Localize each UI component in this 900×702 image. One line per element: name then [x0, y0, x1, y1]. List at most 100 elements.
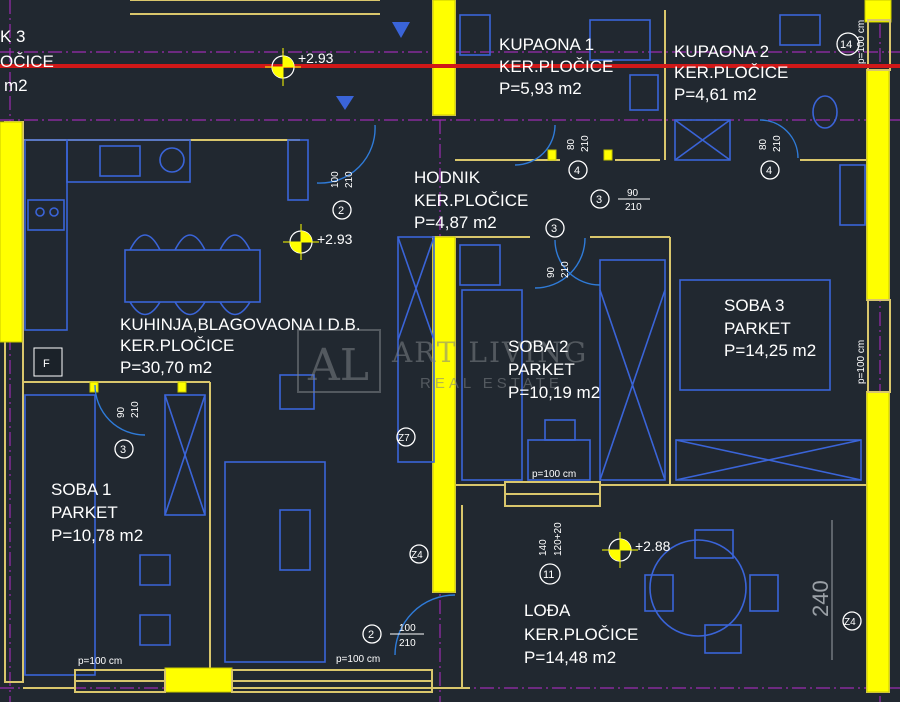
- door-tag-hodnik: 3 90 210: [590, 188, 650, 213]
- level-marker-2: +2.93: [283, 224, 353, 260]
- room-name: SOBA 1: [51, 480, 111, 499]
- room-name: SOBA 3: [724, 296, 784, 315]
- window-tag-mid: p=100 cm: [532, 469, 576, 480]
- watermark-subtitle: REAL ESTATE: [420, 375, 563, 392]
- door-tag-entry: 2 100 210: [330, 171, 355, 220]
- door-tag-height: 210: [399, 638, 416, 649]
- room-area: P=5,93 m2: [499, 79, 582, 98]
- door-tag-soba2: 3 90 210: [545, 218, 571, 278]
- door-tag-width: 90: [116, 406, 127, 418]
- wall-tag-z7: Z7: [396, 427, 416, 447]
- door-tag-number: 3: [551, 223, 557, 235]
- door-tag-width: 80: [566, 138, 577, 150]
- door-tag-loda: 11 140 120+20: [538, 522, 564, 585]
- dimension-label: 240: [808, 580, 833, 617]
- room-finish: KER.PLOČICE: [120, 336, 234, 355]
- room-name: KUPAONA 2: [674, 42, 769, 61]
- wall-tag-z4-right: Z4: [842, 611, 862, 631]
- door-tag-kupaona2: 4 80 210: [758, 135, 783, 180]
- wall-tag-label: Z4: [411, 550, 423, 561]
- room-label-soba2: SOBA 2 PARKET P=10,19 m2: [508, 337, 600, 402]
- grid-marker-label: 14: [840, 39, 852, 51]
- columns: [0, 0, 892, 693]
- window-tag-bottom-mid: p=100 cm: [336, 654, 380, 665]
- room-label-soba1: SOBA 1 PARKET P=10,78 m2: [51, 480, 143, 545]
- door-tag-number: 3: [596, 194, 602, 206]
- room-name: SOBA 2: [508, 337, 568, 356]
- room-area: P=14,25 m2: [724, 341, 816, 360]
- room-label-hodnik: HODNIK KER.PLOČICE P=4,87 m2: [414, 168, 528, 232]
- room-name: KUHINJA,BLAGOVAONA I D.B.: [120, 315, 361, 334]
- room-area: P=4,87 m2: [414, 213, 497, 232]
- watermark-title: ART LIVING: [391, 336, 588, 369]
- door-tag-number: 2: [338, 205, 344, 217]
- room-area: P=4,61 m2: [674, 85, 757, 104]
- grid-marker: 14: [836, 32, 860, 56]
- door-tag-soba1: 3 90 210: [114, 401, 141, 459]
- window-tag-bottom-left: p=100 cm: [78, 656, 122, 667]
- door-tag-number: 2: [368, 629, 374, 641]
- room-area: m2: [4, 76, 28, 95]
- level-label-3: +2.88: [635, 538, 671, 554]
- room-label-k3: K 3 OČICE m2: [0, 27, 54, 95]
- door-tag-width: 80: [758, 138, 769, 150]
- room-finish: PARKET: [508, 360, 575, 379]
- wall-tag-label: Z4: [844, 617, 856, 628]
- door-tag-number: 4: [574, 165, 580, 177]
- room-label-loda: LOĐA KER.PLOČICE P=14,48 m2: [524, 601, 638, 667]
- door-tag-height: 210: [130, 401, 141, 418]
- level-label-1: +2.93: [298, 50, 334, 66]
- level-marker-1: +2.93: [265, 48, 334, 86]
- door-swings: [94, 119, 799, 656]
- room-finish: OČICE: [0, 52, 54, 71]
- room-name: K 3: [0, 27, 26, 46]
- wall-tag-label: Z7: [398, 433, 410, 444]
- dimension-240: 240: [808, 520, 833, 660]
- room-area: P=10,19 m2: [508, 383, 600, 402]
- door-tag-bottom: 2 100 210: [362, 623, 424, 649]
- door-tag-height: 120+20: [553, 522, 564, 556]
- door-tag-width: 100: [330, 171, 341, 188]
- wall-tag-z4-left: Z4: [409, 544, 429, 564]
- room-label-kupaona1: KUPAONA 1 KER.PLOČICE P=5,93 m2: [499, 35, 613, 98]
- room-finish: KER.PLOČICE: [674, 63, 788, 82]
- door-tag-height: 210: [580, 135, 591, 152]
- windows: [74, 19, 891, 693]
- room-finish: PARKET: [724, 319, 791, 338]
- door-tag-height: 210: [772, 135, 783, 152]
- door-tag-width: 100: [399, 623, 416, 634]
- room-area: P=14,48 m2: [524, 648, 616, 667]
- level-marker-3: +2.88: [602, 532, 671, 568]
- window-tag-right-top: p=100 cm: [856, 20, 867, 64]
- door-tag-number: 3: [120, 444, 126, 456]
- window-tag-right: p=100 cm: [856, 340, 867, 384]
- door-tag-number: 11: [543, 569, 554, 581]
- watermark-logo: AL: [307, 340, 369, 391]
- door-tag-height: 210: [625, 202, 642, 213]
- room-name: KUPAONA 1: [499, 35, 594, 54]
- furniture: [24, 14, 866, 676]
- door-tag-width: 140: [538, 539, 549, 556]
- room-label-kupaona2: KUPAONA 2 KER.PLOČICE P=4,61 m2: [674, 42, 788, 104]
- door-tag-width: 90: [546, 266, 557, 278]
- room-name: LOĐA: [524, 601, 571, 620]
- room-area: P=30,70 m2: [120, 358, 212, 377]
- room-finish: KER.PLOČICE: [414, 191, 528, 210]
- door-tag-kupaona1: 4 80 210: [566, 135, 591, 180]
- room-name: HODNIK: [414, 168, 481, 187]
- door-tag-height: 210: [560, 261, 571, 278]
- door-tag-height: 210: [344, 171, 355, 188]
- room-finish: KER.PLOČICE: [524, 625, 638, 644]
- room-label-kuhinja: KUHINJA,BLAGOVAONA I D.B. KER.PLOČICE P=…: [120, 315, 361, 377]
- room-finish: PARKET: [51, 503, 118, 522]
- room-finish: KER.PLOČICE: [499, 57, 613, 76]
- fridge-label: F: [43, 358, 50, 370]
- door-tag-number: 4: [766, 165, 772, 177]
- room-area: P=10,78 m2: [51, 526, 143, 545]
- fridge: F: [33, 347, 63, 377]
- level-label-2: +2.93: [317, 231, 353, 247]
- watermark: AL ART LIVING REAL ESTATE: [297, 329, 588, 393]
- door-tag-width: 90: [627, 188, 639, 199]
- room-label-soba3: SOBA 3 PARKET P=14,25 m2: [724, 296, 816, 360]
